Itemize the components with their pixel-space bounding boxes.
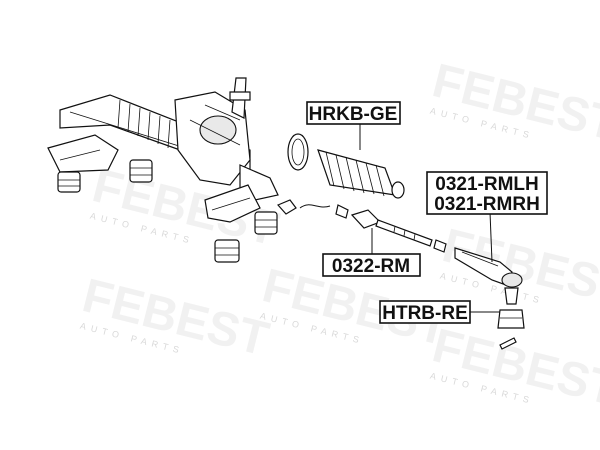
bushing-4 (214, 239, 240, 263)
label-htrb-re: HTRB-RE (379, 300, 471, 324)
label-0321: 0321-RMLH 0321-RMRH (426, 171, 548, 215)
tie-rod-end (454, 247, 525, 350)
label-hrkb-ge: HRKB-GE (306, 101, 401, 125)
label-htrb-re-text: HTRB-RE (382, 303, 468, 324)
leader-lines (359, 122, 500, 313)
steering-rack-assembly (47, 77, 279, 263)
watermark-brand: FEBEST (427, 54, 600, 151)
bushing-3 (254, 211, 278, 235)
inner-tie-rod (299, 204, 447, 253)
watermark-6: FEBEST AUTO PARTS (427, 319, 600, 416)
watermark-brand: FEBEST (427, 319, 600, 416)
bushing-1 (57, 171, 81, 193)
label-0321-rmrh-text: 0321-RMRH (434, 194, 540, 215)
label-0321-rmlh-text: 0321-RMLH (435, 174, 538, 195)
bushing-2 (129, 159, 153, 183)
watermark-3: FEBEST AUTO PARTS (77, 269, 274, 366)
watermark-2: FEBEST AUTO PARTS (427, 54, 600, 151)
label-hrkb-ge-text: HRKB-GE (309, 104, 398, 125)
label-0322-rm: 0322-RM (322, 253, 421, 277)
rack-boot-kit (276, 133, 405, 215)
label-0322-rm-text: 0322-RM (332, 256, 410, 277)
